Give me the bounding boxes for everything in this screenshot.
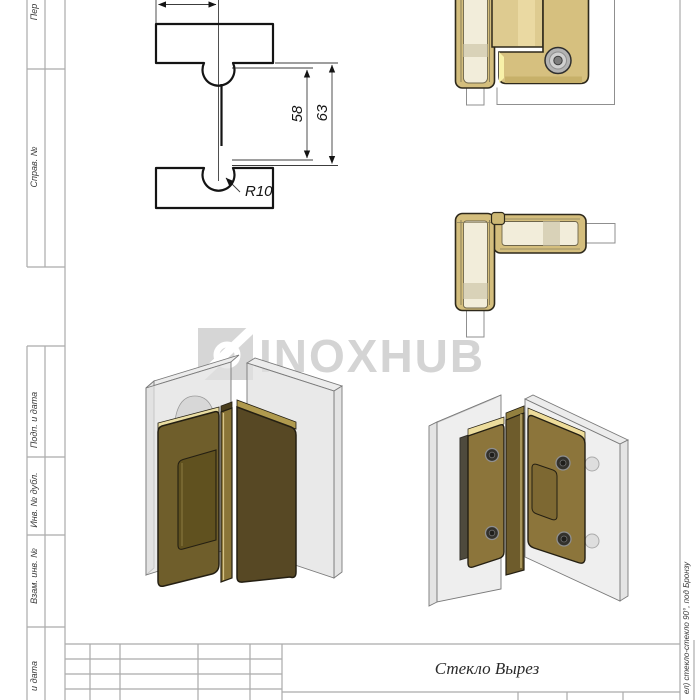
hinge-front-view bbox=[454, 0, 615, 106]
hinge-top-view bbox=[454, 211, 616, 338]
stamp-label-inv-dubl: Инв. № дубл. bbox=[29, 472, 39, 527]
dim-63: 63 bbox=[314, 104, 331, 121]
glass-cutout-drawing: 58 63 R10 bbox=[154, 0, 338, 210]
dim-58: 58 bbox=[289, 105, 306, 122]
screw bbox=[544, 46, 572, 75]
stamp-label-podp1: Подп. и дата bbox=[29, 392, 39, 448]
part-name: Стекло Вырез bbox=[435, 659, 540, 678]
hinge-iso-view-outside bbox=[145, 354, 344, 587]
title-block: Стекло Вырез bbox=[65, 643, 680, 700]
stamp-boxes bbox=[26, 0, 65, 700]
gost-frame: Пер Справ. № Подп. и дата Инв. № дубл. В… bbox=[26, 0, 695, 700]
dim-r10: R10 bbox=[245, 183, 273, 200]
stamp-label-sprav: Справ. № bbox=[29, 146, 39, 187]
stamp-label-podp2: и дата bbox=[29, 661, 39, 691]
screw bbox=[555, 455, 572, 547]
screw bbox=[484, 447, 500, 541]
side-designation-text: ел) стекло-стекло 90°, под Бронзу bbox=[682, 561, 691, 694]
stamp-label-vzam-inv: Взам. инв. № bbox=[29, 548, 39, 604]
hinge-iso-view-inside bbox=[428, 394, 630, 607]
stamp-label-perv: Пер bbox=[29, 4, 39, 21]
inoxhub-watermark: INOXHUB bbox=[193, 322, 483, 385]
